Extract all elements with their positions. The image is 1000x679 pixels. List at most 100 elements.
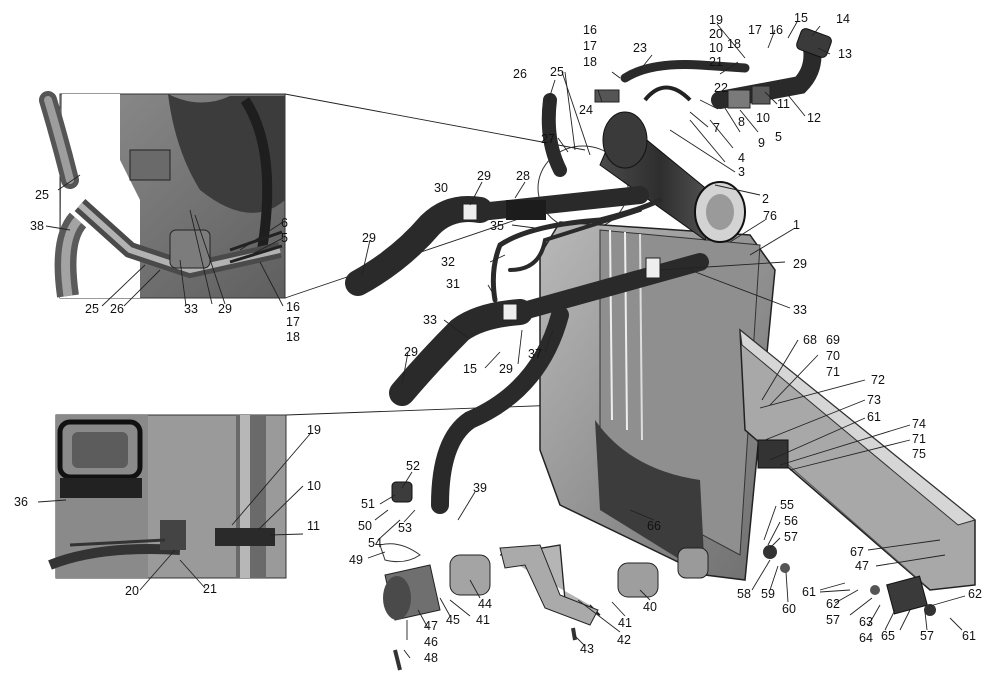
callout-42: 42	[617, 633, 631, 647]
callout-17: 17	[748, 23, 762, 37]
callout-68: 68	[803, 333, 817, 347]
callout-24: 24	[579, 103, 593, 117]
callout-43: 43	[580, 642, 594, 656]
callout-57: 57	[920, 629, 934, 643]
callout-29: 29	[218, 302, 232, 316]
callout-39: 39	[473, 481, 487, 495]
callout-6: 6	[281, 216, 288, 230]
fittings	[379, 28, 936, 671]
callout-10: 10	[709, 41, 723, 55]
callout-27: 27	[541, 132, 555, 146]
callout-38: 38	[30, 219, 44, 233]
callout-33: 33	[423, 313, 437, 327]
callout-25: 25	[550, 65, 564, 79]
callout-26: 26	[110, 302, 124, 316]
callout-16: 16	[583, 23, 597, 37]
callout-36: 36	[14, 495, 28, 509]
callout-50: 50	[358, 519, 372, 533]
callout-5: 5	[281, 231, 288, 245]
callout-29: 29	[793, 257, 807, 271]
callout-25: 25	[35, 188, 49, 202]
callout-61: 61	[802, 585, 816, 599]
callout-17: 17	[286, 315, 300, 329]
callout-41: 41	[618, 616, 632, 630]
callout-8: 8	[738, 115, 745, 129]
callout-59: 59	[761, 587, 775, 601]
callout-9: 9	[758, 136, 765, 150]
callout-29: 29	[362, 231, 376, 245]
callout-12: 12	[807, 111, 821, 125]
callout-51: 51	[361, 497, 375, 511]
callout-14: 14	[836, 12, 850, 26]
callout-labels: 14 13 15 16 17 19 20 10 21 18 16 17 18 2…	[14, 11, 982, 665]
callout-20: 20	[125, 584, 139, 598]
callout-63: 63	[859, 615, 873, 629]
callout-37: 37	[528, 347, 542, 361]
callout-41: 41	[476, 613, 490, 627]
callout-13: 13	[838, 47, 852, 61]
callout-3: 3	[738, 165, 745, 179]
callout-2: 2	[762, 192, 769, 206]
callout-4: 4	[738, 151, 745, 165]
callout-20: 20	[709, 27, 723, 41]
callout-16: 16	[769, 23, 783, 37]
callout-18: 18	[286, 330, 300, 344]
callout-62: 62	[826, 597, 840, 611]
callout-10: 10	[756, 111, 770, 125]
callout-45: 45	[446, 613, 460, 627]
callout-15: 15	[463, 362, 477, 376]
callout-71: 71	[826, 365, 840, 379]
callout-19: 19	[709, 13, 723, 27]
callout-73: 73	[867, 393, 881, 407]
callout-57: 57	[826, 613, 840, 627]
callout-70: 70	[826, 349, 840, 363]
callout-18: 18	[583, 55, 597, 69]
callout-17: 17	[583, 39, 597, 53]
callout-60: 60	[782, 602, 796, 616]
callout-28: 28	[516, 169, 530, 183]
callout-52: 52	[406, 459, 420, 473]
callout-7: 7	[713, 121, 720, 135]
callout-47: 47	[424, 619, 438, 633]
callout-19: 19	[307, 423, 321, 437]
callout-61: 61	[962, 629, 976, 643]
callout-16: 16	[286, 300, 300, 314]
callout-72: 72	[871, 373, 885, 387]
callout-35: 35	[490, 219, 504, 233]
callout-40: 40	[643, 600, 657, 614]
callout-23: 23	[633, 41, 647, 55]
inset-photo-bracket	[48, 414, 287, 579]
callout-33: 33	[793, 303, 807, 317]
callout-29: 29	[477, 169, 491, 183]
callout-61: 61	[867, 410, 881, 424]
callout-30: 30	[434, 181, 448, 195]
callout-22: 22	[714, 81, 728, 95]
callout-21: 21	[203, 582, 217, 596]
callout-74: 74	[912, 417, 926, 431]
callout-11: 11	[777, 97, 790, 111]
callout-29: 29	[404, 345, 418, 359]
expansion-tank	[599, 85, 746, 243]
callout-48: 48	[424, 651, 438, 665]
callout-1: 1	[793, 218, 800, 232]
callout-5: 5	[775, 130, 782, 144]
callout-53: 53	[398, 521, 412, 535]
callout-44: 44	[478, 597, 492, 611]
callout-71: 71	[912, 432, 926, 446]
callout-26: 26	[513, 67, 527, 81]
callout-46: 46	[424, 635, 438, 649]
callout-54: 54	[368, 536, 382, 550]
callout-21: 21	[709, 55, 723, 69]
callout-33: 33	[184, 302, 198, 316]
callout-49: 49	[349, 553, 363, 567]
callout-75: 75	[912, 447, 926, 461]
callout-leaders	[37, 21, 966, 659]
callout-47: 47	[855, 559, 869, 573]
callout-10: 10	[307, 479, 321, 493]
callout-67: 67	[850, 545, 864, 559]
callout-62: 62	[968, 587, 982, 601]
callout-66: 66	[647, 519, 661, 533]
callout-65: 65	[881, 629, 895, 643]
